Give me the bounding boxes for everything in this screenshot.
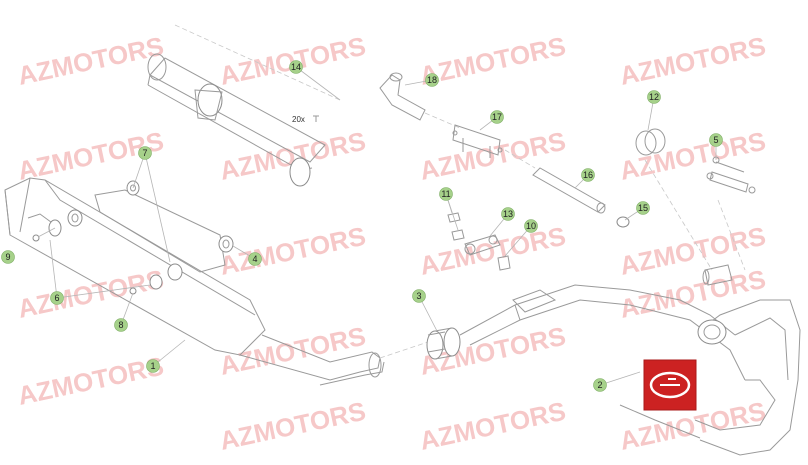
svg-text:7: 7 [142,148,147,158]
part-coupler [379,327,461,360]
callout-1: 1 [146,359,160,373]
svg-text:4: 4 [252,254,257,264]
svg-text:12: 12 [649,92,659,102]
part-header-pipe [459,284,801,456]
svg-text:17: 17 [492,112,502,122]
callout-6: 6 [50,291,64,305]
watermark: AZMOTORS [417,396,568,456]
callout-16: 16 [581,168,595,182]
fastener-qty-note: 20x [292,115,305,124]
callout-7: 7 [138,146,152,160]
watermark: AZMOTORS [217,31,368,91]
svg-text:15: 15 [638,203,648,213]
watermark: AZMOTORS [417,126,568,186]
watermark: AZMOTORS [217,221,368,281]
part-silencer [4,177,385,386]
callout-5: 5 [709,133,723,147]
callout-13: 13 [501,207,515,221]
callout-2: 2 [593,378,607,392]
watermark: AZMOTORS [15,31,166,91]
callout-3: 3 [412,289,426,303]
watermark: AZMOTORS [417,221,568,281]
callout-14: 14 [289,60,303,74]
leader-lines [49,66,717,386]
callout-9: 9 [1,250,15,264]
svg-text:3: 3 [416,291,421,301]
callouts: 1 2 3 4 5 6 7 8 9 10 11 12 13 14 15 16 1… [1,60,723,392]
callout-11: 11 [439,187,453,201]
svg-text:1: 1 [150,361,155,371]
silencer-hardware [32,180,234,295]
brand-logo [643,359,697,411]
watermark: AZMOTORS [217,396,368,456]
svg-text:9: 9 [5,252,10,262]
svg-text:18: 18 [427,75,437,85]
callout-17: 17 [490,110,504,124]
svg-text:2: 2 [597,380,602,390]
callout-4: 4 [248,252,262,266]
callout-12: 12 [647,90,661,104]
svg-text:8: 8 [118,320,123,330]
mount-hardware [447,212,511,271]
svg-text:11: 11 [441,189,450,199]
part-stub [702,264,733,286]
part-springs [706,156,756,271]
watermark: AZMOTORS [15,264,166,324]
watermark: AZMOTORS [617,31,768,91]
part-rod [532,167,606,214]
svg-text:6: 6 [54,293,59,303]
part-elbow [379,72,461,129]
watermark: AZMOTORS [15,351,166,411]
svg-text:14: 14 [291,62,301,72]
callout-15: 15 [636,201,650,215]
part-bracket [452,124,536,169]
callout-8: 8 [114,318,128,332]
svg-text:5: 5 [713,135,718,145]
watermark: AZMOTORS [217,321,368,381]
svg-text:13: 13 [503,209,513,219]
callout-18: 18 [425,73,439,87]
watermark: AZMOTORS [617,126,768,186]
part-orings [635,128,713,271]
part-heat-sleeve: 20x [147,24,341,187]
watermark: AZMOTORS [417,31,568,91]
callout-10: 10 [524,219,538,233]
svg-text:16: 16 [583,170,593,180]
svg-text:10: 10 [526,221,536,231]
